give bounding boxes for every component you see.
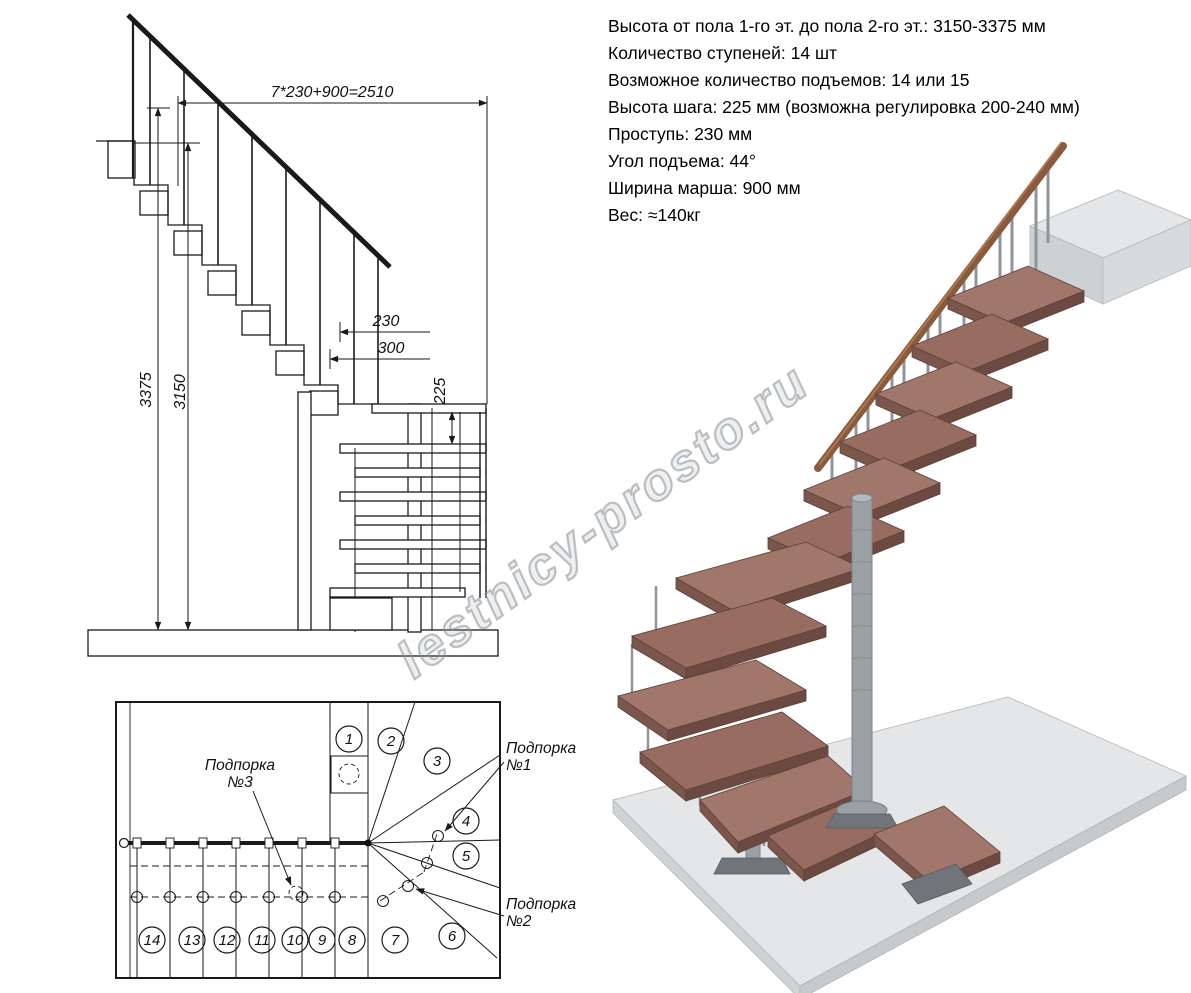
spec-panel: Высота от пола 1-го эт. до пола 2-го эт.… bbox=[608, 13, 1080, 229]
spec-line: Возможное количество подъемов: 14 или 15 bbox=[608, 70, 970, 90]
step-number: 7 bbox=[391, 932, 400, 949]
plan-fan-lines bbox=[367, 701, 501, 959]
base-plate bbox=[825, 813, 899, 829]
plan-top-module bbox=[330, 755, 369, 794]
support2-label: Подпорка bbox=[506, 896, 577, 913]
plan-support3-mark bbox=[288, 885, 304, 901]
plan-rail-modules bbox=[132, 837, 340, 849]
spec-line: Высота шага: 225 мм (возможна регулировк… bbox=[608, 97, 1080, 117]
step-number: 4 bbox=[462, 813, 470, 830]
dim-total-height: 3375 bbox=[138, 372, 155, 408]
step-number: 2 bbox=[386, 733, 396, 750]
support-column bbox=[825, 493, 899, 829]
treads-winder bbox=[617, 541, 864, 802]
handrail-highlight bbox=[819, 142, 1062, 465]
spec-line: Ширина марша: 900 мм bbox=[608, 178, 801, 198]
support3-number: №3 bbox=[227, 774, 253, 791]
step-number: 9 bbox=[318, 932, 327, 949]
spec-line: Высота от пола 1-го эт. до пола 2-го эт.… bbox=[608, 16, 1046, 36]
step-number: 8 bbox=[348, 932, 357, 949]
support2-number: №2 bbox=[506, 913, 532, 930]
step-number: 6 bbox=[448, 928, 457, 945]
step-number: 12 bbox=[219, 932, 236, 949]
handrail-side bbox=[126, 13, 392, 269]
step-number: 10 bbox=[287, 932, 304, 949]
step-number: 14 bbox=[144, 932, 161, 949]
dimension-lines bbox=[134, 96, 488, 631]
step-number: 5 bbox=[462, 848, 471, 865]
dim-module: 300 bbox=[378, 340, 405, 357]
base-plate bbox=[713, 857, 791, 875]
spec-line: Вес: ≈140кг bbox=[608, 205, 701, 225]
step-number: 3 bbox=[433, 753, 442, 770]
floor-line bbox=[87, 629, 499, 657]
dim-floor-height: 3150 bbox=[172, 374, 189, 410]
base-plate bbox=[901, 863, 973, 905]
spec-line: Количество ступеней: 14 шт bbox=[608, 43, 838, 63]
dim-step-height: 225 bbox=[432, 378, 449, 406]
winder-side bbox=[329, 403, 487, 633]
plan-hub bbox=[364, 839, 372, 847]
plan-leaders bbox=[252, 761, 505, 917]
plan-step-numbers bbox=[138, 725, 480, 954]
elevation-drawing: 7*230+900=2510 3375 3150 230 300 225 bbox=[87, 13, 499, 657]
treads-straight bbox=[766, 265, 1086, 575]
dim-total-run: 7*230+900=2510 bbox=[271, 84, 394, 101]
step-profile bbox=[133, 178, 376, 405]
render-3d bbox=[612, 142, 1191, 993]
spec-line: Угол подъема: 44° bbox=[608, 151, 757, 171]
step-number: 11 bbox=[254, 932, 270, 949]
upper-floor-bracket bbox=[107, 140, 136, 179]
handrail bbox=[814, 142, 1067, 472]
plan-baluster-circles bbox=[131, 830, 444, 907]
plan-drawing: 1 2 3 4 5 6 7 8 9 10 11 12 13 14 Подпорк… bbox=[115, 701, 577, 979]
column-side bbox=[297, 391, 312, 631]
spec-line: Проступь: 230 мм bbox=[608, 124, 753, 144]
support3-label: Подпорка bbox=[205, 757, 276, 774]
step-number: 1 bbox=[345, 731, 353, 748]
landing-slab bbox=[1028, 189, 1191, 305]
step-number: 13 bbox=[184, 932, 201, 949]
support1-label: Подпорка bbox=[506, 740, 577, 757]
balusters-side bbox=[149, 36, 379, 404]
dim-tread-depth: 230 bbox=[372, 313, 400, 330]
support1-number: №1 bbox=[506, 757, 531, 774]
